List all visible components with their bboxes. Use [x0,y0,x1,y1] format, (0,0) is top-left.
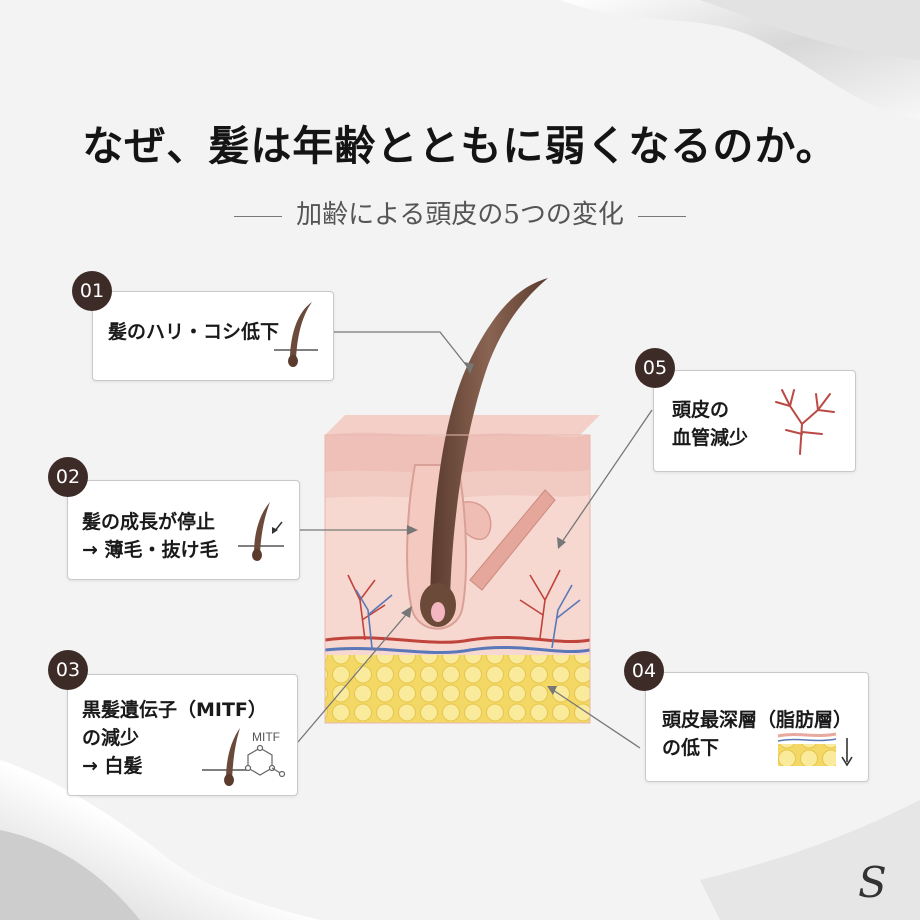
hair-strand-icon [274,302,318,367]
vessel-branches-left [347,574,386,641]
connector-lines [297,331,653,749]
callout-04-text: 頭皮最深層（脂肪層） の低下 [662,706,852,762]
artery-line [324,635,591,644]
callout-number-04: 04 [624,651,664,691]
callout-05-line-2: 血管減少 [672,427,749,449]
connector-arrowheads [401,362,566,695]
arrector-pili-muscle [469,489,556,591]
callout-01-text: 髪のハリ・コシ低下 [108,318,279,346]
callout-04-line-1: 頭皮最深層（脂肪層） [662,709,853,731]
callout-number-01: 01 [72,271,112,311]
callout-03-line-2: の減少 [82,727,140,749]
subtitle-dash-right [637,215,686,217]
vein-line [324,645,591,655]
callout-number-02: 02 [48,457,88,497]
callout-04-line-2: の低下 [662,737,720,759]
callout-03-text: 黒髪遺伝子（MITF） の減少 → 白髪 [82,696,267,780]
subtitle-dash-left [234,215,283,217]
callout-number-05: 05 [635,348,675,388]
blood-vessel-icon [775,389,835,455]
callout-05-line-1: 頭皮の [672,399,730,421]
subtitle-text: 加齢による頭皮の5つの変化 [296,200,624,230]
callout-03-line-1: 黒髪遺伝子（MITF） [82,699,267,721]
vessel-branches-right [519,569,561,639]
mitf-label: MITF [252,730,280,744]
callout-02-line-2: → 薄毛・抜け毛 [82,539,219,561]
mitf-molecule-icon: MITF [202,728,286,786]
callout-05-text: 頭皮の 血管減少 [672,396,748,452]
fat-layer [325,655,590,723]
page-subtitle: 加齢による頭皮の5つの変化 [0,194,920,231]
hair-fall-icon [238,502,284,561]
callout-02 [67,480,300,580]
brand-logo: S [858,858,887,907]
dermal-papilla [431,602,445,622]
callout-03-line-3: → 白髪 [82,755,143,777]
fat-layer-down-icon [777,732,853,767]
callout-05 [653,370,856,472]
page-title: なぜ、髪は年齢とともに弱くなるのか。 [82,122,838,170]
hair-shaft [430,278,548,600]
callout-02-text: 髪の成長が停止 → 薄毛・抜け毛 [82,508,219,564]
callout-01-line-1: 髪のハリ・コシ低下 [108,321,280,343]
callout-number-03: 03 [48,650,88,690]
callout-03 [67,674,298,796]
callout-02-line-1: 髪の成長が停止 [82,511,216,533]
